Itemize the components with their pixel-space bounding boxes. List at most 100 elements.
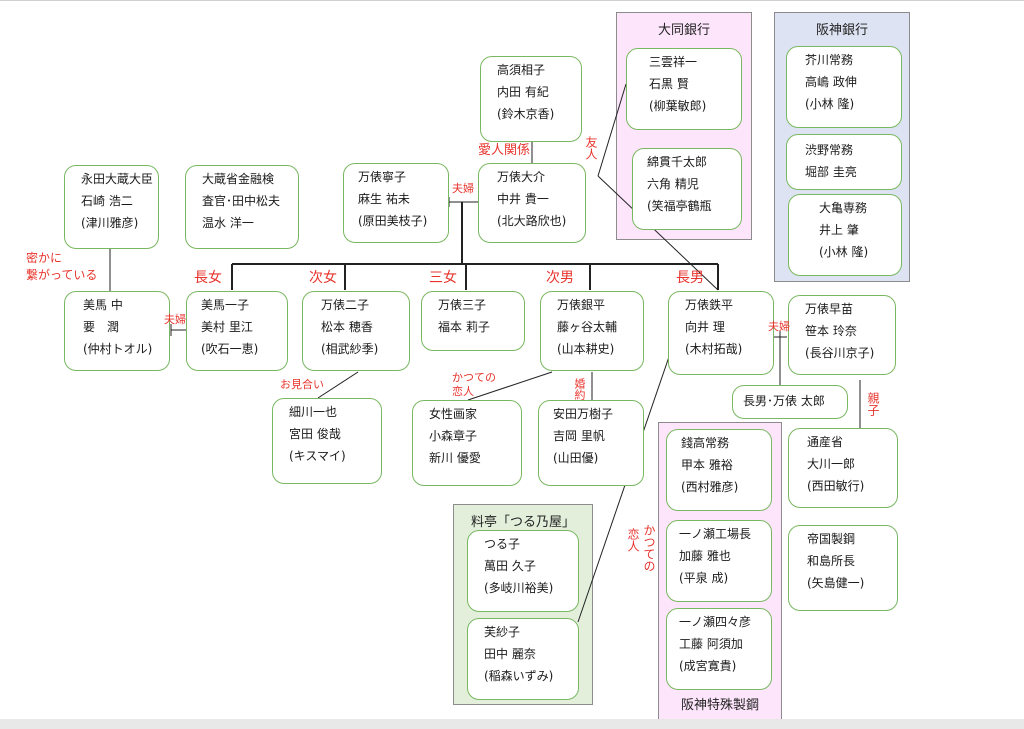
person-role: 安田万樹子 [553, 407, 614, 421]
label-fufu-parents: 夫婦 [452, 182, 474, 195]
daido-bank-title: 大同銀行 [657, 23, 710, 38]
person-okame: 大亀専務 井上 肇 (小林 隆) [788, 194, 902, 276]
person-name: 小森章子 [429, 429, 478, 443]
label-konyaku: 婚約 [573, 378, 586, 400]
person-shibuno: 渋野常務 堀部 圭亮 [786, 134, 902, 190]
person-actor: 新川 優愛 [429, 451, 481, 465]
person-actor: 堀部 圭亮 [805, 165, 857, 179]
person-niko: 万俵二子 松本 穂香 (相武紗季) [302, 291, 410, 371]
person-sanae: 万俵早苗 笹本 玲奈 (長谷川京子) [788, 295, 896, 375]
person-actor: 甲本 雅裕 [681, 458, 733, 472]
person-original-actor: (相武紗季) [321, 342, 379, 356]
label-omiai: お見合い [280, 378, 324, 391]
person-hosokawa: 細川一也 宮田 俊哉 (キスマイ) [272, 398, 382, 484]
person-sanko: 万俵三子 福本 莉子 [421, 291, 525, 351]
person-actor: 麻生 祐未 [358, 192, 410, 206]
person-role: 永田大蔵大臣 [81, 172, 154, 186]
person-role-2: 和島所長 [807, 554, 856, 568]
person-role: 一ノ瀬工場長 [679, 527, 752, 541]
person-actor: 松本 穂香 [321, 320, 373, 334]
label-fufu-mima: 夫婦 [164, 313, 186, 326]
person-ichinose-plant: 一ノ瀬工場長 加藤 雅也 (平泉 成) [666, 520, 772, 602]
person-ookawa: 通産省 大川一郎 (西田敏行) [788, 428, 898, 508]
person-fusako: 芙紗子 田中 麗奈 (稲森いずみ) [467, 618, 579, 700]
person-actor: 美村 里江 [201, 320, 253, 334]
person-original-actor: (長谷川京子) [805, 346, 875, 360]
person-actor: 吉岡 里帆 [553, 429, 605, 443]
yujin-line-2 [597, 175, 719, 291]
person-role: 大亀専務 [819, 201, 868, 215]
label-aijin: 愛人関係 [478, 143, 531, 158]
label-hisoka-1: 密かに [26, 251, 63, 265]
person-actor: 藤ヶ谷太輔 [557, 320, 618, 334]
person-role: 万俵二子 [321, 298, 370, 312]
person-original-actor: (吹石一恵) [201, 342, 259, 356]
person-original-actor: (平泉 成) [679, 571, 729, 585]
label-jinan: 次男 [546, 270, 574, 286]
person-original-actor: (木村拓哉) [685, 342, 743, 356]
person-role: 万俵寧子 [358, 170, 407, 184]
label-koibito-2: 恋人 [626, 528, 640, 552]
person-yasuko: 万俵寧子 麻生 祐未 (原田美枝子) [343, 163, 449, 243]
person-role: 綿貫千太郎 [647, 155, 708, 169]
person-role: 美馬 中 [83, 298, 123, 312]
person-role: 一ノ瀬四々彦 [679, 615, 752, 629]
person-role: 女性画家 [429, 407, 478, 421]
person-actor: (矢島健一) [807, 576, 865, 590]
person-role: 万俵早苗 [805, 302, 854, 316]
person-actor: 田中 麗奈 [484, 647, 536, 661]
person-actor: 石黒 賢 [649, 77, 689, 91]
top-border [0, 0, 1024, 1]
person-female-painter: 女性画家 小森章子 新川 優愛 [412, 400, 522, 486]
label-oyako: 親子 [866, 392, 880, 416]
person-watanuki: 綿貫千太郎 六角 精児 (笑福亭鶴瓶 [632, 148, 742, 230]
person-actor: 中井 貴一 [497, 192, 549, 206]
person-original-actor: (小林 隆) [805, 97, 855, 111]
person-mariko: 安田万樹子 吉岡 里帆 (山田優) [538, 400, 644, 486]
person-original-actor: (柳葉敏郎) [649, 99, 707, 113]
person-actor: 福本 莉子 [438, 320, 490, 334]
yujin-line [597, 83, 627, 177]
person-original-actor: (西村雅彦) [681, 480, 739, 494]
person-role: 万俵銀平 [557, 298, 606, 312]
person-teppei: 万俵鉄平 向井 理 (木村拓哉) [668, 291, 774, 375]
person-mikumo: 三雲祥一 石黒 賢 (柳葉敏郎) [626, 48, 742, 130]
hanshin-bank-title: 阪神銀行 [815, 23, 868, 38]
label-choujo: 長女 [194, 270, 222, 286]
person-nagata: 永田大蔵大臣 石崎 浩二 (津川雅彦) [64, 165, 159, 249]
person-actor: 六角 精児 [647, 177, 699, 191]
person-original-actor: (鈴木京香) [497, 107, 555, 121]
person-original-actor: (成宮寛貴) [679, 659, 737, 673]
person-actor: 工藤 阿須加 [679, 637, 743, 651]
person-actor: 宮田 俊哉 [289, 427, 341, 441]
person-actor: 笹本 玲奈 [805, 324, 857, 338]
person-original-actor: (稲森いずみ) [484, 669, 554, 683]
person-role: 錢高常務 [681, 436, 730, 450]
person-aiko: 高須相子 内田 有紀 (鈴木京香) [480, 56, 582, 142]
person-role: 万俵大介 [497, 170, 546, 184]
person-original-actor: (西田敏行) [807, 479, 865, 493]
person-original-actor: (多岐川裕美) [484, 581, 554, 595]
label-sanjo: 三女 [429, 270, 457, 286]
person-role: 帝国製鋼 [807, 532, 856, 546]
person-original-actor: (キスマイ) [289, 449, 346, 463]
person-original-actor: (仲村トオル) [83, 342, 153, 356]
label-jijo: 次女 [309, 270, 337, 286]
person-wajima: 帝国製鋼 和島所長 (矢島健一) [788, 525, 898, 611]
person-mima: 美馬 中 要 潤 (仲村トオル) [64, 291, 170, 371]
person-actor: 加藤 雅也 [679, 549, 731, 563]
person-role: 高須相子 [497, 63, 546, 77]
person-original-actor: (小林 隆) [819, 245, 869, 259]
person-role: 万俵三子 [438, 298, 487, 312]
person-role: 三雲祥一 [649, 55, 698, 69]
person-actor: 向井 理 [685, 320, 725, 334]
person-actor: 石崎 浩二 [81, 194, 133, 208]
label-koibito-1: 恋人 [452, 385, 474, 398]
person-actor: 大川一郎 [807, 457, 856, 471]
bottom-scroll-area [0, 719, 1024, 729]
person-actor: 萬田 久子 [484, 559, 536, 573]
person-original-actor: (山田優) [553, 451, 599, 465]
person-original-actor: (津川雅彦) [81, 216, 139, 230]
person-role: つる子 [484, 537, 521, 551]
person-role: 大蔵省金融検 [202, 172, 275, 186]
